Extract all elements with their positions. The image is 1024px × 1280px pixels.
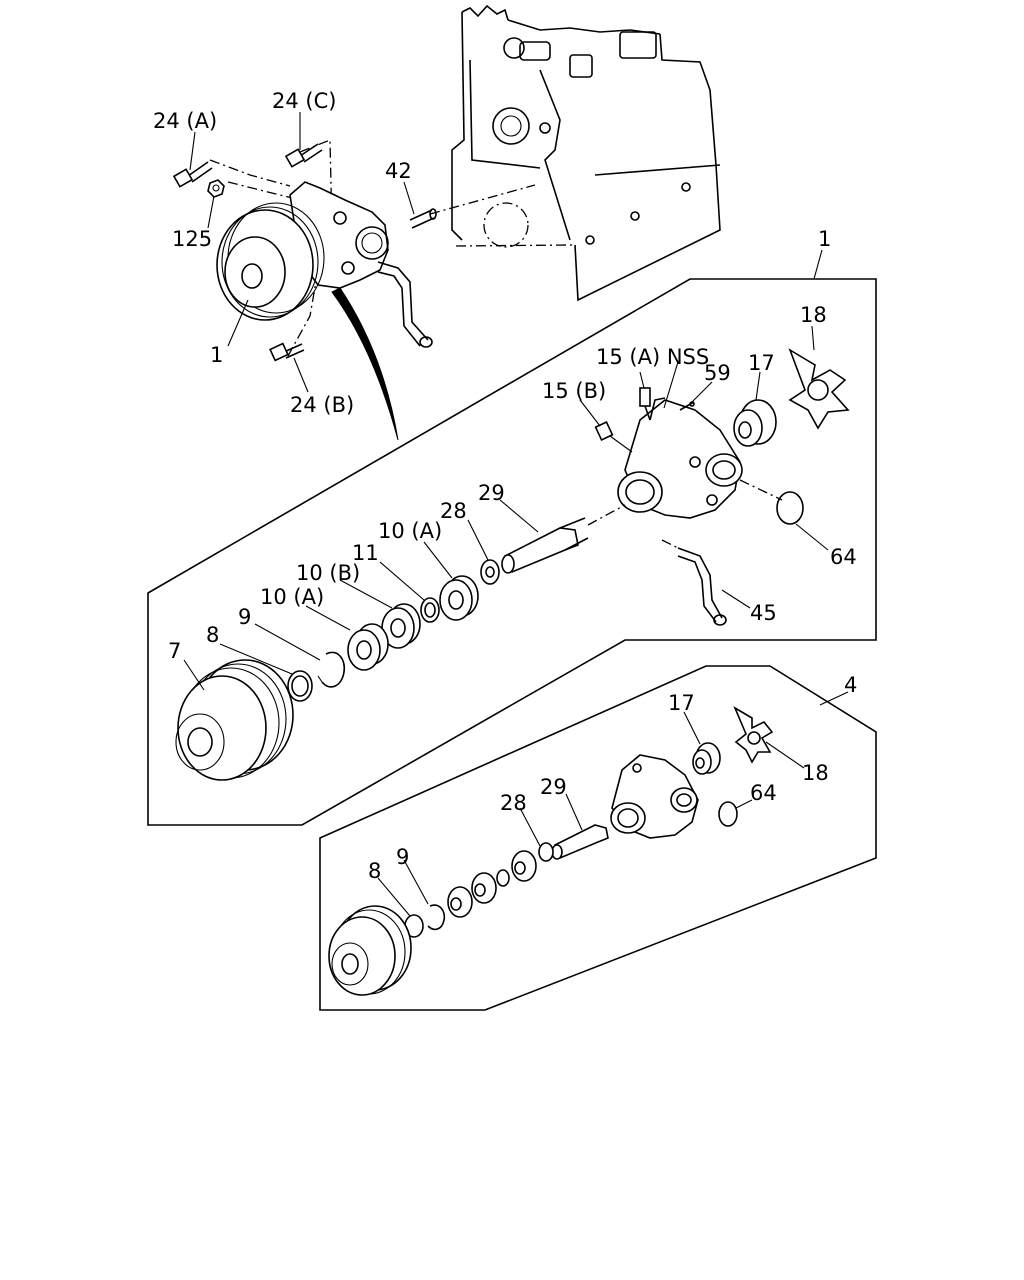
callout-labels: 24 (A) 24 (C) 42 125 1 24 (B) 1 18 15 (A… (153, 89, 857, 883)
callout-10a-inner: 10 (A) (378, 519, 442, 543)
spacer-11-icon (420, 597, 440, 623)
callout-24b: 24 (B) (290, 393, 354, 417)
callout-59: 59 (704, 361, 731, 385)
o-ring-64-icon (718, 801, 738, 827)
callout-15a-nss: 15 (A) NSS (596, 345, 709, 369)
shaft-29-icon (501, 504, 626, 574)
callout-17-bottom: 17 (668, 691, 695, 715)
box4-parts (328, 706, 774, 996)
impeller-icon (733, 706, 774, 764)
assembly-1-frame (147, 278, 877, 826)
bearing-icon (511, 850, 537, 882)
callout-15b: 15 (B) (542, 379, 606, 403)
pump-assembly-installed (172, 139, 536, 441)
stud-42-icon (409, 208, 437, 229)
callout-1-assembly: 1 (210, 343, 223, 367)
o-ring-64-icon (776, 491, 804, 525)
callout-1-box: 1 (818, 227, 831, 251)
callout-125: 125 (172, 227, 212, 251)
bearing-10a-outer-icon (347, 623, 389, 671)
callout-42: 42 (385, 159, 412, 183)
box1-parts (175, 348, 850, 781)
callout-4-box: 4 (844, 673, 857, 697)
callout-8-top: 8 (206, 623, 219, 647)
pipe-45-icon (661, 539, 727, 626)
callout-24c: 24 (C) (272, 89, 336, 113)
callout-64-top: 64 (830, 545, 857, 569)
callout-28-top: 28 (440, 499, 467, 523)
washer-28-icon (480, 559, 500, 585)
bearing-icon (447, 886, 473, 918)
plug-15b-icon (594, 421, 633, 453)
callout-64-bottom: 64 (750, 781, 777, 805)
assembly-4-frame (319, 665, 877, 1011)
callout-7: 7 (168, 639, 181, 663)
callout-18-bottom: 18 (802, 761, 829, 785)
callout-10a-outer: 10 (A) (260, 585, 324, 609)
pump-housing-icon (617, 397, 743, 519)
callout-29-top: 29 (478, 481, 505, 505)
pump-housing-icon (610, 754, 699, 839)
pulley-icon (328, 905, 412, 996)
bolt-24a-icon (172, 161, 213, 188)
callout-45: 45 (750, 601, 777, 625)
washer-28-icon (538, 842, 554, 862)
shaft-29-icon (551, 824, 609, 860)
plug-15a-icon (639, 387, 651, 421)
callout-17-top: 17 (748, 351, 775, 375)
spacer-icon (496, 869, 510, 887)
leader-lines (183, 112, 849, 917)
bolt-24c-icon (284, 143, 323, 168)
engine-block (451, 4, 721, 302)
callout-10b: 10 (B) (296, 561, 360, 585)
seal-17-icon (733, 399, 777, 447)
callout-18-top: 18 (800, 303, 827, 327)
callout-9-bottom: 9 (396, 845, 409, 869)
seal-17-icon (692, 742, 721, 775)
snap-ring-9-icon (427, 904, 446, 931)
pulley-7-icon (175, 659, 294, 781)
impeller-icon (788, 348, 850, 430)
bearing-10a-inner-icon (439, 575, 479, 621)
callout-9-top: 9 (238, 605, 251, 629)
bolt-24b-icon (269, 342, 305, 362)
callout-8-bottom: 8 (368, 859, 381, 883)
callout-24a: 24 (A) (153, 109, 217, 133)
callout-11: 11 (352, 541, 379, 565)
snap-ring-9-icon (321, 651, 346, 688)
callout-28-bottom: 28 (500, 791, 527, 815)
nut-125-icon (207, 179, 225, 198)
bearing-10b-icon (381, 603, 421, 649)
callout-29-bottom: 29 (540, 775, 567, 799)
bearing-icon (471, 872, 497, 904)
